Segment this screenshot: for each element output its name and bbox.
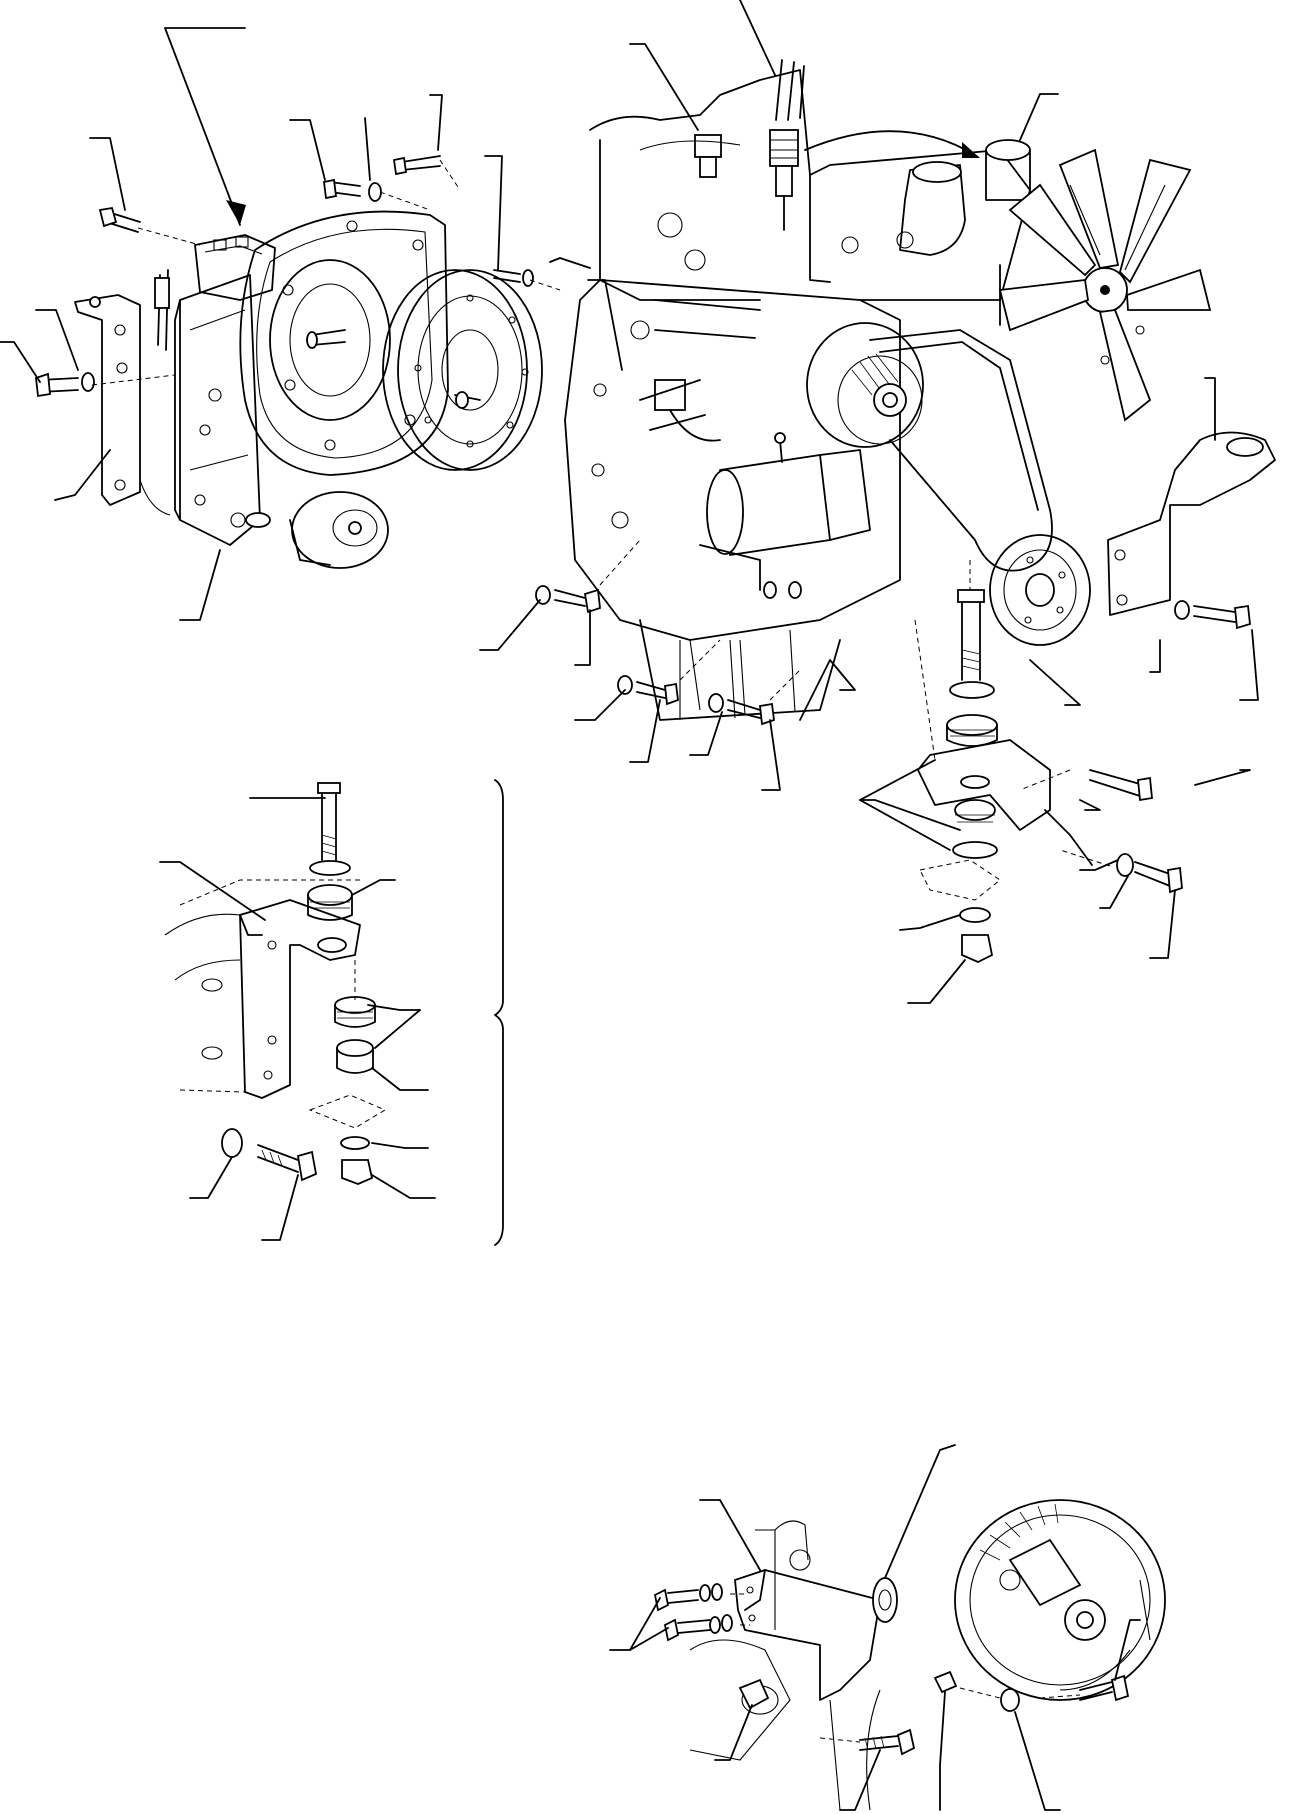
- ring-gear: [954, 1499, 1166, 1701]
- coupling-disk: [382, 269, 528, 471]
- mount-detail-inset: [159, 779, 504, 1246]
- front-engine-bracket: [1107, 431, 1276, 616]
- lower-pump: [291, 491, 389, 569]
- temperature-sender: [769, 129, 799, 167]
- brace: [494, 779, 504, 1246]
- bolt-small-right: [493, 269, 534, 287]
- oil-pressure-switch: [694, 134, 722, 158]
- bolt-top-left: [98, 206, 141, 233]
- bolt-top-right: [392, 155, 441, 176]
- engine-block: [564, 279, 901, 641]
- alternator: [806, 322, 924, 448]
- front-bracket: [734, 1569, 881, 1701]
- mounting-bracket-left: [74, 294, 141, 506]
- flywheel: [269, 259, 391, 421]
- engine-mount-isolator: [917, 589, 1051, 963]
- flywheel-housing-cover: [239, 210, 449, 476]
- crankshaft-pulley: [989, 534, 1091, 646]
- cooling-fan: [998, 148, 1212, 422]
- transmission-housing: [179, 274, 261, 546]
- front-bracket-detail: [609, 1444, 1166, 1811]
- flow-arrow: [804, 130, 976, 156]
- fan-belt: [869, 329, 1053, 572]
- direction-arrow: [164, 27, 246, 226]
- water-outlet: [899, 164, 966, 256]
- injection-pump: [654, 379, 686, 411]
- bolt-washer-left: [35, 372, 95, 398]
- flywheel-housing-assembly: [0, 27, 561, 621]
- direction-arrow-head: [226, 200, 246, 225]
- mount-detail-bracket: [239, 899, 361, 1099]
- bracket-bolts: [653, 1583, 733, 1642]
- cylinder-head: [589, 69, 1031, 301]
- block-bolts: [535, 581, 1251, 894]
- input-shaft: [311, 329, 346, 346]
- bolt-top-center: [323, 178, 382, 202]
- engine-assembly: [479, 0, 1276, 1004]
